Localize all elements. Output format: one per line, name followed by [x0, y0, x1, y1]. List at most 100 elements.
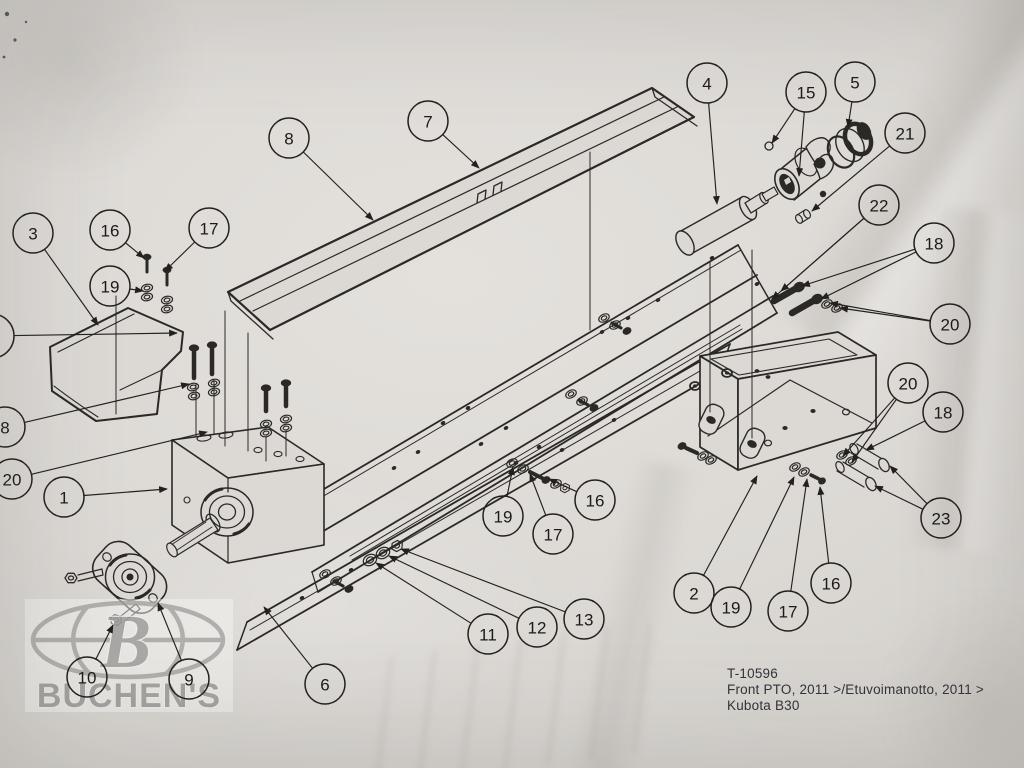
callout-bubble-10: [66, 656, 108, 698]
leader-line: [442, 134, 480, 169]
callout-number: 15: [797, 84, 816, 103]
leader-line: [24, 382, 190, 423]
callout-bubble-11: [467, 613, 509, 655]
callout-number: 16: [586, 492, 605, 511]
leader-line: [839, 305, 931, 322]
callout-number: 18: [925, 235, 944, 254]
leader-line: [842, 397, 896, 457]
callout-bubble-8: [268, 117, 310, 159]
leader-line: [302, 151, 374, 221]
leader-line: [820, 251, 917, 300]
callout-bubble-2: [673, 572, 715, 614]
callout-number: 3: [28, 225, 37, 244]
doc-model: Kubota B30: [727, 698, 800, 713]
callout-number: 20: [3, 471, 22, 490]
callout-bubble-23: [920, 497, 962, 539]
callout-bubble-15: [785, 71, 827, 113]
callout-bubble-9: [168, 658, 210, 700]
leader-line: [771, 108, 796, 144]
callout-bubble-17: [532, 513, 574, 555]
callout-number: 13: [575, 611, 594, 630]
callout-bubble-20: [0, 458, 33, 500]
callout-number: 5: [850, 74, 859, 93]
callout-bubble-13: [563, 598, 605, 640]
leader-line: [817, 486, 830, 564]
leader-line: [263, 606, 314, 669]
paper-specks: [2, 11, 28, 59]
retaining-clip: [764, 138, 777, 151]
drive-shaft-cylinder: [675, 186, 779, 256]
leader-line: [31, 430, 208, 475]
callout-bubble-19: [89, 265, 131, 307]
callout-number: 11: [479, 626, 497, 645]
callout-number: 22: [870, 197, 889, 216]
callout-bubble-18: [922, 391, 964, 433]
leader-line: [529, 473, 547, 516]
leader-line: [739, 476, 795, 590]
leader-line: [388, 555, 520, 619]
title-block: T-10596 Front PTO, 2011 >/Etuvoimanotto,…: [727, 666, 984, 714]
callout-number: 16: [822, 575, 841, 594]
leader-line: [83, 486, 168, 497]
callout-number: 17: [779, 603, 798, 622]
callout-bubble-21: [884, 112, 926, 154]
leader-line: [874, 485, 924, 510]
leader-line: [708, 102, 720, 205]
callout-number: 23: [932, 510, 951, 529]
leader-line: [801, 248, 916, 287]
callout-number: 10: [78, 669, 97, 688]
callout-number: 8: [0, 419, 9, 438]
callout-number: 19: [494, 508, 513, 527]
alignment-lines: [115, 151, 753, 462]
callout-bubble-12: [516, 606, 558, 648]
callout-bubble-5: [834, 61, 876, 103]
callout-bubble-17: [767, 590, 809, 632]
leader-line: [129, 286, 144, 294]
callout-number: 7: [423, 113, 432, 132]
callout-bubble-22: [858, 184, 900, 226]
flange-bolt: [64, 568, 104, 584]
callout-bubble-20: [887, 362, 929, 404]
callout-number: 9: [184, 671, 193, 690]
callout-bubble-6: [304, 663, 346, 705]
leader-line: [375, 562, 472, 624]
callout-bubble-1: [43, 476, 85, 518]
callout-bubble-16: [89, 209, 131, 251]
callout-number: 18: [934, 404, 953, 423]
callout-number: 2: [689, 585, 698, 604]
gearbox-housing: [166, 426, 325, 564]
leader-line: [95, 624, 114, 660]
callout-bubble-19: [482, 495, 524, 537]
callout-bubble-7: [407, 100, 449, 142]
callout-bubble-17: [188, 207, 230, 249]
callout-number: 20: [899, 375, 918, 394]
callout-number: 12: [528, 619, 547, 638]
callout-bubble-19: [710, 586, 752, 628]
callout-bubble-3: [12, 212, 54, 254]
callout-bubble-20: [929, 303, 971, 345]
leader-line: [796, 111, 805, 177]
flange-bearing: [64, 540, 168, 628]
leader-line: [851, 398, 897, 463]
leader-line: [400, 548, 566, 613]
callout-bubble-4: [686, 62, 728, 104]
mounting-bracket: [689, 331, 877, 471]
doc-title: Front PTO, 2011 >/Etuvoimanotto, 2011 >: [727, 682, 984, 697]
leader-line: [865, 420, 926, 451]
bolt-holes: [391, 255, 760, 471]
leader-line: [44, 248, 99, 326]
leader-line: [164, 241, 196, 272]
leader-line: [790, 478, 810, 592]
leader-line: [506, 466, 515, 497]
callout-number: 17: [544, 526, 563, 545]
callout-number: 1: [59, 489, 68, 508]
watermark-monogram: B: [100, 600, 152, 684]
leader-line: [13, 329, 178, 337]
callout-bubble-18: [913, 222, 955, 264]
doc-part-number: T-10596: [727, 666, 778, 681]
leader-line: [125, 242, 145, 259]
leader-line: [702, 475, 758, 576]
